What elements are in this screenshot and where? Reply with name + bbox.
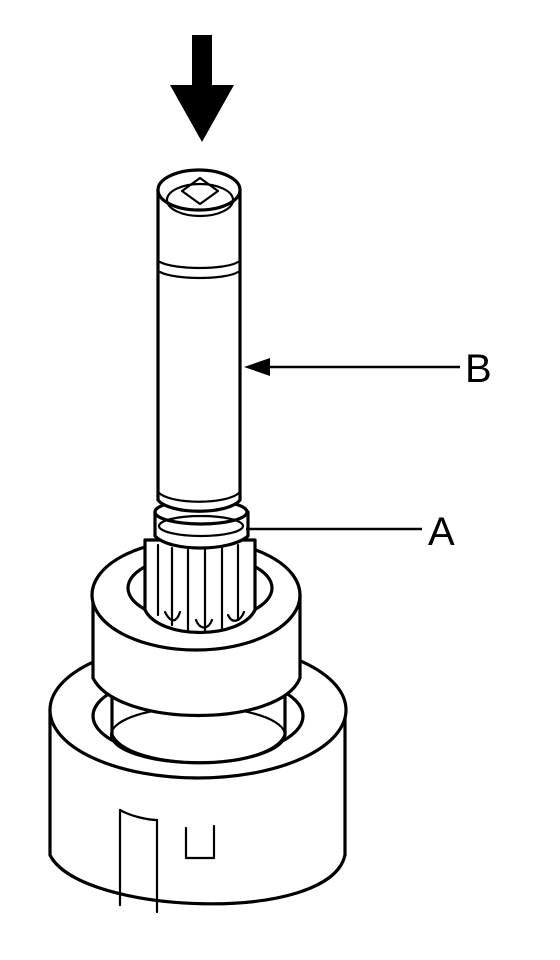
- pinion-gear: [143, 538, 257, 634]
- label-b: B: [465, 347, 492, 391]
- label-a: A: [428, 510, 455, 554]
- installer-tool-shaft: [156, 168, 242, 513]
- down-arrow-icon: [170, 35, 234, 142]
- leader-line-b: [244, 358, 460, 376]
